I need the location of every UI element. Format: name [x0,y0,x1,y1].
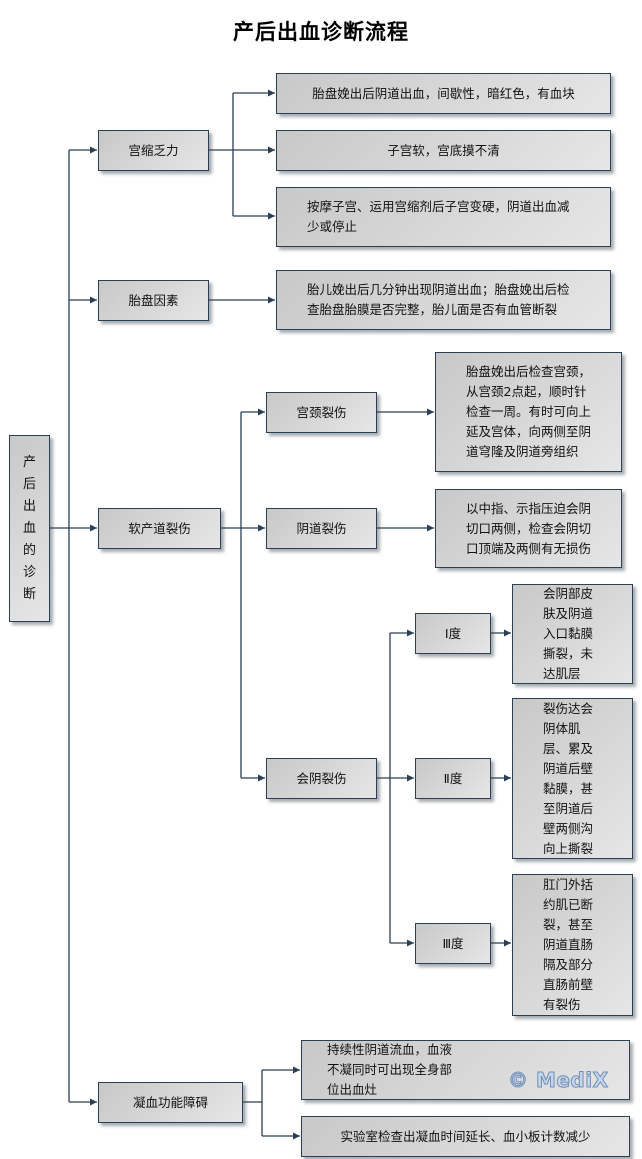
finding-text: 会阴部皮肤及阴道入口黏膜撕裂，未达肌层 [543,586,594,681]
degree-label: Ⅱ度 [443,770,463,786]
finding-text: 实验室检查出凝血时间延长、血小板计数减少 [340,1128,591,1144]
finding-node[interactable]: 以中指、示指压迫会阴切口两侧，检查会阴切口顶端及两侧有无损伤 [435,489,622,568]
finding-text: 胎儿娩出后几分钟出现阴道出血；胎盘娩出后检查胎盘胎膜是否完整，胎儿面是否有血管断… [307,282,570,317]
finding-node[interactable]: 肛门外括约肌已断裂，甚至阴道直肠隔及部分直肠前壁有裂伤 [512,874,633,1016]
finding-node[interactable]: 按摩子宫、运用宫缩剂后子宫变硬，阴道出血减少或停止 [276,187,611,247]
finding-text: 肛门外括约肌已断裂，甚至阴道直肠隔及部分直肠前壁有裂伤 [543,877,594,1012]
cause-label: 凝血功能障碍 [132,1094,208,1110]
subtype-node-perineal[interactable]: 会阴裂伤 [266,758,377,799]
finding-text: 子宫软，宫底摸不清 [387,142,500,158]
cause-label: 胎盘因素 [128,292,179,308]
subtype-label: 宫颈裂伤 [296,404,347,420]
connector-cause1-trunk [209,93,234,216]
finding-node[interactable]: 胎盘娩出后检查宫颈，从宫颈2点起，顺时针检查一周。有时可向上延及宫体，向两侧至阴… [435,352,622,472]
cause-label: 软产道裂伤 [128,520,191,536]
degree-label: Ⅲ度 [442,935,464,951]
cause-label: 宫缩乏力 [128,142,179,158]
watermark-logo: © MediX [508,1068,609,1093]
finding-node[interactable]: 持续性阴道流血，血液不凝同时可出现全身部位出血灶 [301,1040,630,1100]
finding-node[interactable]: 子宫软，宫底摸不清 [276,130,611,171]
cause-node-uterine-atony[interactable]: 宫缩乏力 [98,130,209,171]
subtype-node-cervical[interactable]: 宫颈裂伤 [266,392,377,433]
degree-label: Ⅰ度 [444,625,462,641]
subtype-label: 阴道裂伤 [296,520,347,536]
finding-text: 胎盘娩出后阴道出血，间歇性，暗红色，有血块 [312,85,575,101]
finding-text: 以中指、示指压迫会阴切口两侧，检查会阴切口顶端及两侧有无损伤 [465,500,591,556]
connector-perineum-trunk [377,633,391,943]
cause-node-birth-canal-laceration[interactable]: 软产道裂伤 [98,508,221,549]
finding-text: 胎盘娩出后检查宫颈，从宫颈2点起，顺时针检查一周。有时可向上延及宫体，向两侧至阴… [466,364,592,459]
finding-node[interactable]: 裂伤达会阴体肌层、累及阴道后壁黏膜，甚至阴道后壁两侧沟向上撕裂 [512,698,633,859]
degree-node-3[interactable]: Ⅲ度 [415,923,491,964]
finding-node[interactable]: 实验室检查出凝血时间延长、血小板计数减少 [301,1116,630,1157]
subtype-node-vaginal[interactable]: 阴道裂伤 [266,508,377,549]
degree-node-1[interactable]: Ⅰ度 [415,613,491,654]
diagram-title: 产后出血诊断流程 [233,19,409,44]
finding-node[interactable]: 胎儿娩出后几分钟出现阴道出血；胎盘娩出后检查胎盘胎膜是否完整，胎儿面是否有血管断… [276,270,611,330]
finding-text: 裂伤达会阴体肌层、累及阴道后壁黏膜，甚至阴道后壁两侧沟向上撕裂 [543,700,594,856]
cause-node-placental-factors[interactable]: 胎盘因素 [98,280,209,321]
root-node-label: 产后出血的诊断 [22,454,36,602]
connector-cause4-trunk [243,1070,263,1136]
subtype-label: 会阴裂伤 [296,770,347,786]
finding-text: 持续性阴道流血，血液不凝同时可出现全身部位出血灶 [327,1042,453,1097]
degree-node-2[interactable]: Ⅱ度 [415,758,491,799]
finding-text: 按摩子宫、运用宫缩剂后子宫变硬，阴道出血减少或停止 [307,199,570,234]
finding-node[interactable]: 会阴部皮肤及阴道入口黏膜撕裂，未达肌层 [512,584,633,684]
connector-cause3-trunk [221,412,242,778]
finding-node[interactable]: 胎盘娩出后阴道出血，间歇性，暗红色，有血块 [276,73,611,114]
root-node[interactable]: 产后出血的诊断 [9,435,50,622]
cause-node-coagulation-disorder[interactable]: 凝血功能障碍 [98,1082,243,1123]
